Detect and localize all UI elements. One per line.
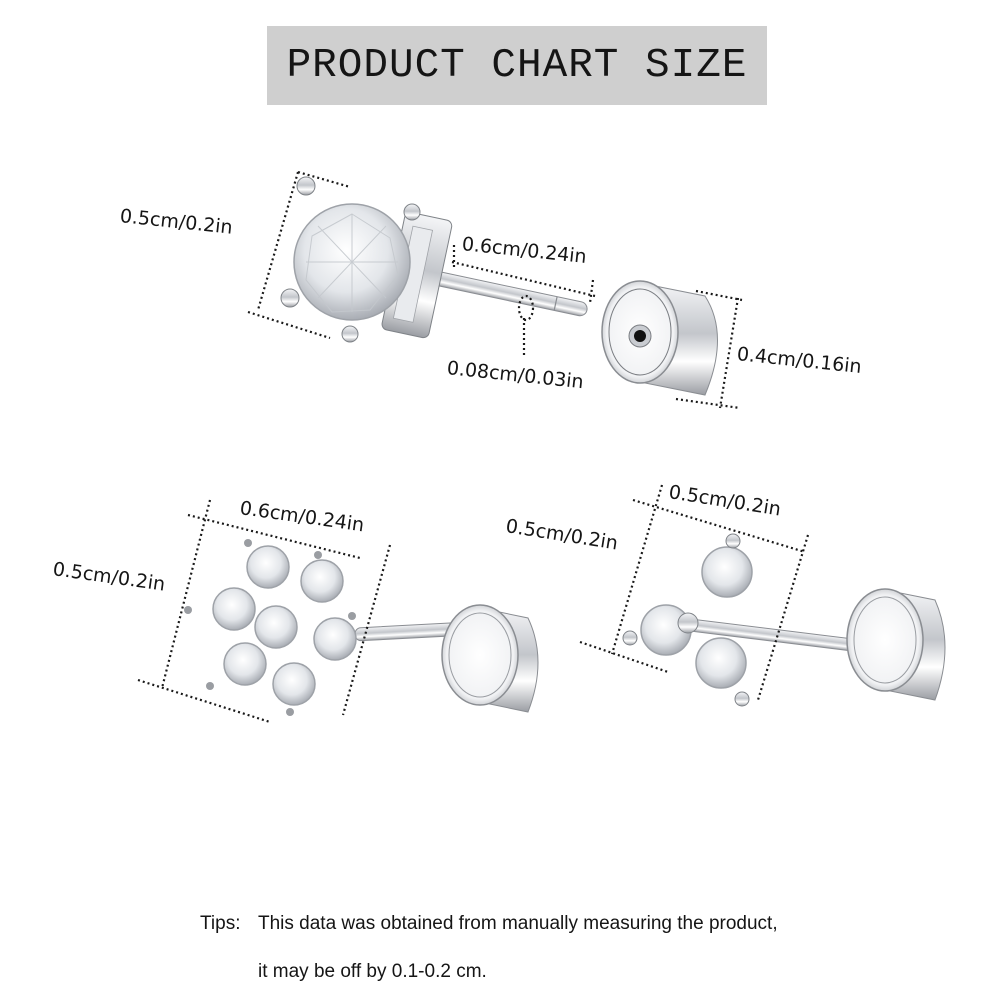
- page-title: PRODUCT CHART SIZE: [286, 42, 748, 89]
- flower-stud: [137, 499, 539, 724]
- solitaire-stud: [247, 170, 743, 410]
- tips-line-2: it may be off by 0.1-0.2 cm.: [258, 961, 487, 982]
- three-stone-stud: [579, 484, 946, 707]
- tips-label: Tips:: [200, 913, 241, 934]
- tips-note: Tips: This data was obtained from manual…: [200, 900, 778, 996]
- title-banner: PRODUCT CHART SIZE: [267, 26, 767, 105]
- screw-back-3: [846, 588, 946, 701]
- screw-back-2: [441, 604, 539, 713]
- screw-back-1: [601, 280, 718, 396]
- tips-line-1: This data was obtained from manually mea…: [258, 913, 778, 934]
